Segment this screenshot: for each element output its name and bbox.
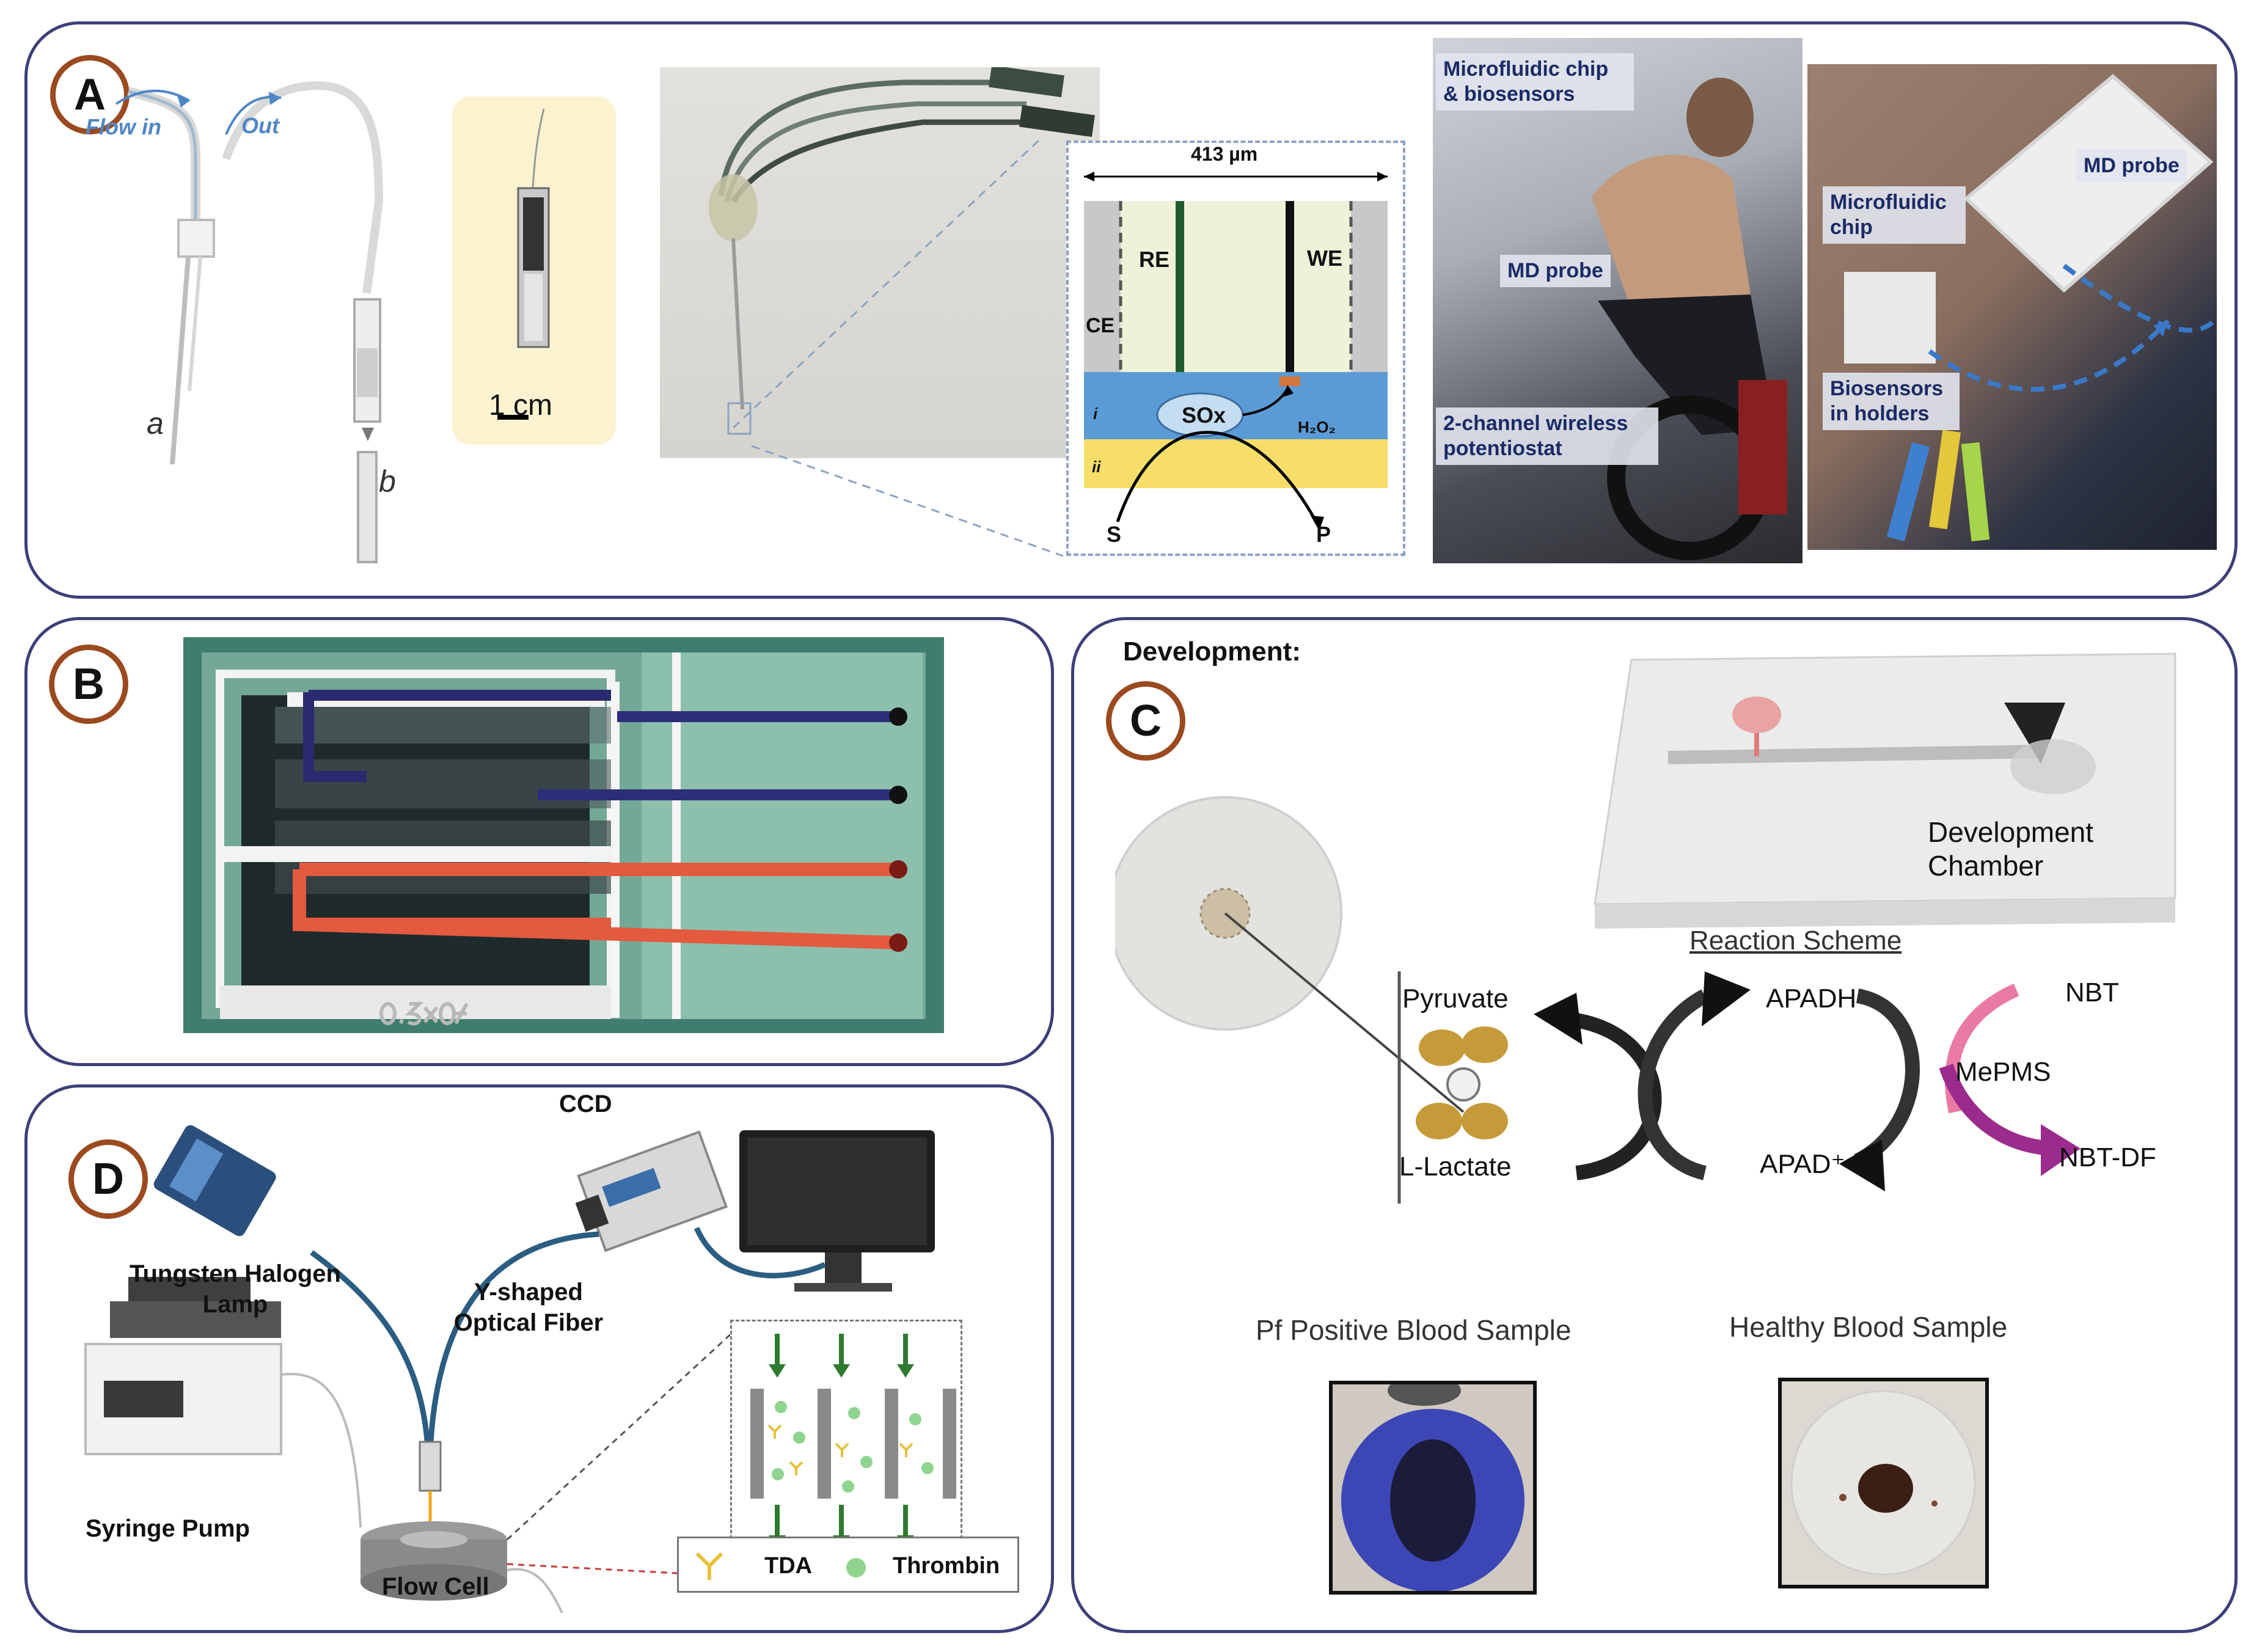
paper-disc-drawing: [1115, 796, 1465, 1113]
product-label: H₂O₂: [1298, 418, 1336, 436]
nbt-label: NBT: [2065, 978, 2119, 1007]
flow-cell-label: Flow Cell: [382, 1573, 489, 1600]
biosensors-holders-label: Biosensors in holders: [1823, 373, 1960, 430]
nbt-df-label: NBT-DF: [2059, 1142, 2156, 1172]
panel-a-badge: A: [50, 55, 130, 134]
part-b-label: b: [379, 464, 396, 499]
panel-a: [24, 21, 2238, 599]
exercise-photo-drawing: [1592, 78, 1787, 560]
microfluidic-chip-photo: [183, 637, 944, 1033]
re-label: RE: [1139, 247, 1170, 272]
exercise-photo: Microfluidic chip & biosensors MD probe …: [1433, 38, 1803, 563]
cross-section-drawing: [1084, 172, 1388, 531]
layer-ii-label: ii: [1092, 458, 1101, 476]
positive-sample-drawing: [1341, 1384, 1524, 1591]
probe-photo-drawing: [709, 67, 1095, 435]
apad-label: APAD⁺: [1760, 1149, 1845, 1179]
thrombin-legend-icon: [846, 1558, 866, 1577]
part-a-label: a: [147, 406, 164, 440]
reaction-scheme-title: Reaction Scheme: [1689, 926, 1902, 956]
tda-legend-icon: [695, 1552, 723, 1580]
chip-biosensor-label: Microfluidic chip & biosensors: [1436, 53, 1634, 111]
ce-label: CE: [1086, 314, 1115, 337]
cross-section-inset: 413 µm RE WE CE SOx H₂O₂ i ii S P: [1066, 141, 1405, 556]
flow-cell-inset: [730, 1320, 962, 1561]
out-label: Out: [241, 113, 280, 138]
lamp-label: Tungsten Halogen Lamp: [130, 1260, 341, 1318]
microdialysis-probe-drawing: Flow in Out a b: [86, 81, 396, 563]
panel-d-badge: D: [68, 1139, 148, 1219]
apadh-label: APADH: [1766, 984, 1857, 1014]
closeup-chip-label: Microfluidic chip: [1823, 186, 1966, 244]
flow-cell-inset-drawing: [750, 1334, 956, 1549]
panel-d: [24, 1084, 1054, 1633]
panel-b-badge: B: [49, 645, 128, 724]
lactate-label: L-Lactate: [1399, 1152, 1512, 1182]
layer-i-label: i: [1093, 404, 1098, 423]
panel-c-badge: C: [1106, 681, 1185, 761]
we-label: WE: [1307, 246, 1342, 271]
ccd-label: CCD: [559, 1091, 612, 1117]
development-heading: Development:: [1123, 637, 1301, 667]
panel-c: [1071, 617, 2238, 1633]
potentiostat-label: 2-channel wireless potentiostat: [1436, 408, 1658, 465]
chip-etched-mark: [379, 1002, 469, 1026]
enzyme-label: SOx: [1182, 403, 1226, 428]
scale-bar-label: 1 cm: [489, 389, 553, 422]
cross-section-width-label: 413 µm: [1191, 143, 1258, 165]
healthy-sample-photo: [1778, 1378, 1989, 1588]
positive-sample-caption: Pf Positive Blood Sample: [1256, 1314, 1572, 1346]
optical-setup-drawing: [84, 1125, 935, 1614]
panel-b: [24, 617, 1054, 1066]
development-chip-drawing: [1594, 652, 2176, 929]
fiber-label: Y-shaped Optical Fiber: [453, 1279, 604, 1336]
pump-label: Syringe Pump: [86, 1515, 250, 1542]
development-chamber-label: Development Chamber: [1928, 816, 2094, 882]
reaction-scheme-drawing: [1397, 971, 2081, 1204]
legend-thrombin-label: Thrombin: [893, 1553, 1000, 1579]
microfluidic-chip-drawing: [202, 652, 926, 1019]
flow-in-label: Flow in: [86, 114, 161, 139]
closeup-photo-drawing: [1844, 74, 2216, 542]
mepms-label: MePMS: [1955, 1057, 2051, 1087]
output-label: P: [1316, 522, 1331, 547]
healthy-sample-drawing: [1790, 1390, 1976, 1576]
closeup-photo: MD probe Microfluidic chip Biosensors in…: [1807, 64, 2217, 550]
positive-sample-photo: [1329, 1381, 1537, 1595]
probe-inset-drawing: [497, 108, 550, 420]
substrate-label: S: [1107, 522, 1122, 547]
md-probe-label: MD probe: [1500, 255, 1611, 287]
zoom-guide-lines: [733, 139, 1064, 557]
healthy-sample-caption: Healthy Blood Sample: [1729, 1311, 2008, 1343]
pyruvate-label: Pyruvate: [1402, 984, 1509, 1014]
legend-box: TDA Thrombin: [677, 1537, 1019, 1593]
probe-photo: [660, 67, 1100, 458]
closeup-md-probe-label: MD probe: [2076, 150, 2187, 182]
legend-tda-label: TDA: [764, 1553, 813, 1579]
probe-inset-photo: 1 cm: [452, 97, 616, 445]
